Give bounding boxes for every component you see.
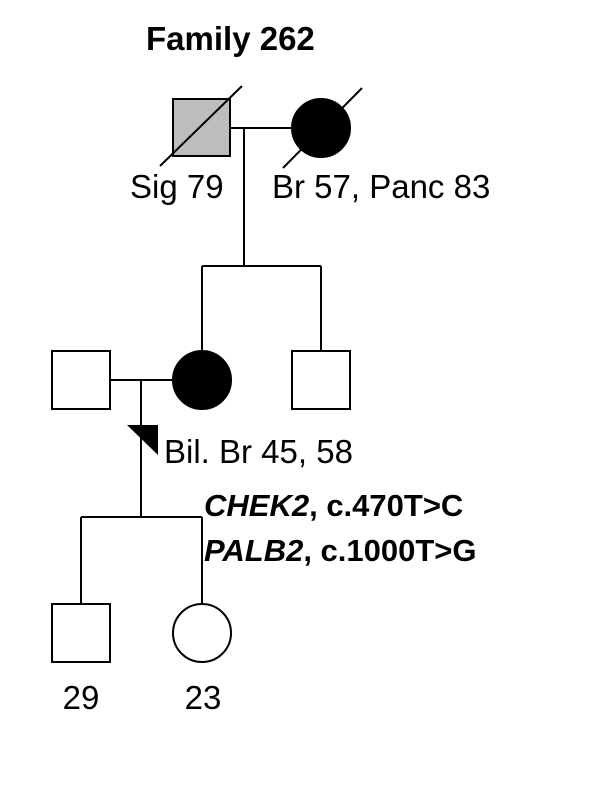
proband-symbol [172,350,232,410]
pedigree-title: Family 262 [146,20,315,57]
proband-label: Bil. Br 45, 58 [164,433,353,470]
daughter-symbol [172,603,232,663]
variant-2-gene: PALB2 [204,533,303,568]
variant-2-change: , c.1000T>G [303,533,476,568]
proband-arrow-icon [127,425,158,455]
grandmother [282,87,363,169]
grandfather-label: Sig 79 [130,168,224,205]
daughter-label: 23 [185,679,222,716]
variant-2: PALB2, c.1000T>G [204,533,477,568]
brother-symbol [291,350,351,410]
variant-1-gene: CHEK2 [204,488,309,523]
grandfather-symbol [172,98,231,157]
grandmother-deceased-slash [282,87,363,169]
grandmother-label: Br 57, Panc 83 [272,168,490,205]
son-label: 29 [63,679,100,716]
variant-1-change: , c.470T>C [309,488,463,523]
husband-symbol [51,350,111,410]
son-symbol [51,603,111,663]
grandfather [159,85,243,167]
grandfather-deceased-slash [159,85,243,167]
variant-1: CHEK2, c.470T>C [204,488,463,523]
